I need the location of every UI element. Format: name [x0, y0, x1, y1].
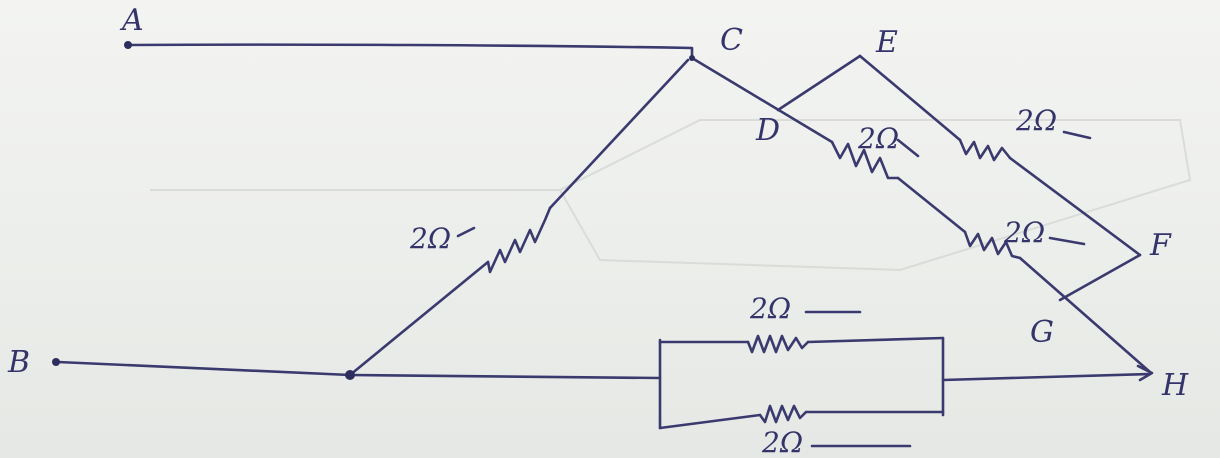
wire-up-to-c	[548, 58, 690, 210]
wire-d-e	[776, 54, 862, 112]
wire-a-c	[126, 43, 694, 60]
wire-node-up	[348, 260, 490, 377]
wire-bottom-branch-left	[658, 413, 762, 430]
label-underline-e-f	[1062, 130, 1092, 140]
wire-top-branch-right	[806, 336, 945, 344]
resistor-e-f	[958, 138, 1012, 162]
resistor-label-parallel-bottom: 2Ω	[761, 426, 803, 458]
resistor-d-f-upper	[830, 140, 900, 180]
wire-arrow-h	[1136, 364, 1154, 382]
resistor-d-h-lower	[963, 230, 1022, 260]
node-label-d: D	[755, 113, 780, 148]
node-label-e: E	[875, 25, 898, 60]
wire-parallel-to-h	[941, 372, 1152, 382]
node-label-g: G	[1030, 315, 1054, 350]
terminal-dot-b	[52, 358, 60, 366]
wire-res-to-f	[1008, 156, 1142, 257]
resistor-label-d-f-upper: 2Ω	[857, 122, 899, 155]
resistor-label-d-h: 2Ω	[1003, 216, 1045, 249]
label-underline-d-h	[1048, 236, 1086, 246]
node-label-a: A	[119, 3, 144, 38]
resistor-bc	[486, 206, 552, 274]
wire-c-to-upper-res	[690, 56, 834, 144]
node-label-b: B	[7, 345, 30, 380]
wire-node-to-parallel	[348, 373, 662, 380]
paper-texture	[150, 119, 1192, 272]
resistor-parallel-top	[746, 334, 810, 354]
wire-lower-res-to-h	[1018, 256, 1152, 374]
wire-f-g	[1058, 253, 1142, 302]
wire-e-to-res	[858, 54, 962, 142]
node-dot-c	[689, 55, 695, 61]
wire-b-node	[56, 360, 352, 377]
junction-dot	[345, 370, 355, 380]
node-label-f: F	[1149, 228, 1172, 263]
resistor-label-e-f: 2Ω	[1015, 104, 1057, 137]
resistor-label-bc: 2Ω	[409, 222, 451, 255]
node-label-c: C	[720, 23, 743, 58]
resistor-parallel-bottom	[758, 404, 808, 424]
wire-upper-res-to-lower-res	[896, 176, 967, 234]
resistor-label-parallel-top: 2Ω	[749, 292, 791, 325]
node-label-h: H	[1161, 368, 1189, 403]
label-underline-d-f	[896, 138, 920, 158]
label-underline-bc	[456, 226, 476, 238]
terminal-dot-a	[124, 41, 132, 49]
